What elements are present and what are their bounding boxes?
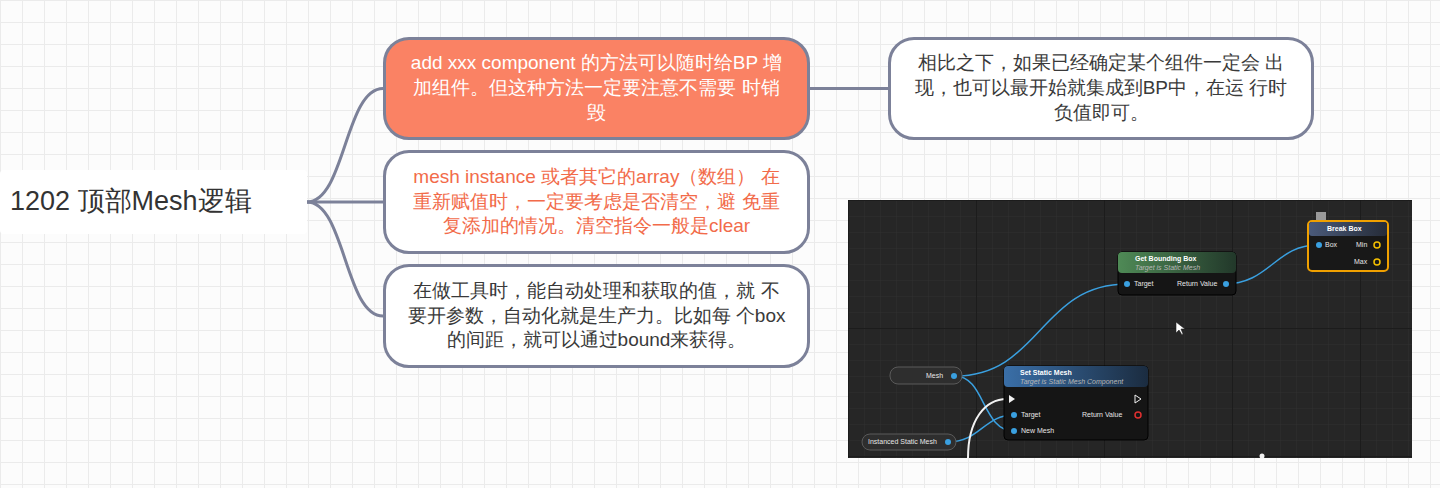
set-static-mesh-node — [1004, 366, 1148, 440]
blueprint-label: Min — [1356, 241, 1367, 248]
get-bounding-box-node-part — [1118, 252, 1236, 273]
blueprint-background-part — [848, 200, 1412, 458]
break-box-node-part — [1316, 212, 1326, 220]
instanced-mesh-variable-node-part — [945, 439, 951, 445]
instanced-mesh-variable-node — [862, 434, 956, 450]
topic-box: 在做工具时，能自动处理和获取的值，就 不要开参数，自动化就是生产力。比如每 个b… — [383, 264, 810, 368]
scroll-dot-part — [1260, 454, 1265, 459]
break-box-node-part — [1374, 259, 1380, 265]
break-box-node-part — [1316, 242, 1322, 248]
set-static-mesh-node-part — [1004, 366, 1148, 440]
blueprint-label: Instanced Static Mesh — [868, 438, 937, 445]
set-static-mesh-node-part — [1011, 428, 1017, 434]
branch-connector — [307, 202, 383, 316]
blueprint-wires-part — [968, 399, 1007, 458]
blueprint-label: Target is Static Mesh Component — [1020, 378, 1123, 385]
blueprint-label: Return Value — [1177, 280, 1217, 287]
blueprint-label: Break Box — [1327, 225, 1362, 232]
topic-text: add xxx component 的方法可以随时给BP 增加组件。但这种方法一… — [404, 51, 789, 125]
blueprint-background — [848, 200, 1412, 458]
mesh-variable-node-part — [951, 373, 957, 379]
topic-box: mesh instance 或者其它的array（数组） 在重新赋值时，一定要考… — [383, 150, 810, 254]
highlight-topic-box: add xxx component 的方法可以随时给BP 增加组件。但这种方法一… — [383, 37, 810, 140]
instanced-mesh-variable-node-part — [862, 434, 956, 450]
scroll-dot — [1260, 454, 1265, 459]
break-box-node-part — [1374, 242, 1380, 248]
get-bounding-box-node — [1118, 252, 1236, 295]
topic-text: 相比之下，如果已经确定某个组件一定会 出现，也可以最开始就集成到BP中，在运 行… — [909, 51, 1293, 125]
blueprint-wires-part — [1224, 245, 1318, 284]
mouse-cursor — [1176, 322, 1185, 335]
set-static-mesh-node-part — [1135, 395, 1141, 403]
blueprint-label: Get Bounding Box — [1135, 255, 1196, 262]
topic-text: 在做工具时，能自动处理和获取的值，就 不要开参数，自动化就是生产力。比如每 个b… — [404, 279, 789, 353]
get-bounding-box-node-part — [1124, 281, 1130, 287]
root-topic: 1202 顶部Mesh逻辑 — [0, 170, 307, 234]
blueprint-background-part — [848, 200, 1412, 458]
set-static-mesh-node-part — [1135, 412, 1141, 418]
blueprint-label: Max — [1354, 258, 1367, 265]
topic-title: 1202 顶部Mesh逻辑 — [10, 184, 297, 219]
blueprint-wires-part — [955, 284, 1127, 376]
branch-connector — [307, 201, 383, 204]
branch-connector — [810, 87, 888, 90]
blueprint-label: Box — [1325, 241, 1337, 248]
blueprint-label: New Mesh — [1021, 427, 1054, 434]
break-box-node — [1308, 212, 1388, 271]
blueprint-label: Target — [1021, 411, 1040, 418]
blueprint-background-part — [848, 200, 1412, 458]
mesh-variable-node-part — [890, 367, 962, 384]
blueprint-wires — [948, 245, 1318, 458]
mesh-variable-node — [890, 367, 962, 384]
note-box: 相比之下，如果已经确定某个组件一定会 出现，也可以最开始就集成到BP中，在运 行… — [888, 37, 1314, 140]
break-box-node-part — [1309, 222, 1387, 236]
get-bounding-box-node-part — [1223, 281, 1229, 287]
topic-text: mesh instance 或者其它的array（数组） 在重新赋值时，一定要考… — [404, 165, 789, 239]
set-static-mesh-node-part — [1011, 412, 1017, 418]
break-box-node-part — [1308, 221, 1388, 271]
blueprint-label: Mesh — [926, 372, 943, 379]
mouse-cursor-part — [1176, 322, 1185, 335]
blueprint-label: Target is Static Mesh — [1135, 264, 1200, 271]
get-bounding-box-node-part — [1118, 252, 1236, 295]
branch-connector — [307, 89, 383, 203]
blueprint-label: Return Value — [1082, 411, 1122, 418]
set-static-mesh-node-part — [1004, 366, 1148, 387]
set-static-mesh-node-part — [1009, 395, 1015, 403]
blueprint-label: Set Static Mesh — [1020, 369, 1072, 376]
blueprint-label: Target — [1134, 280, 1153, 287]
